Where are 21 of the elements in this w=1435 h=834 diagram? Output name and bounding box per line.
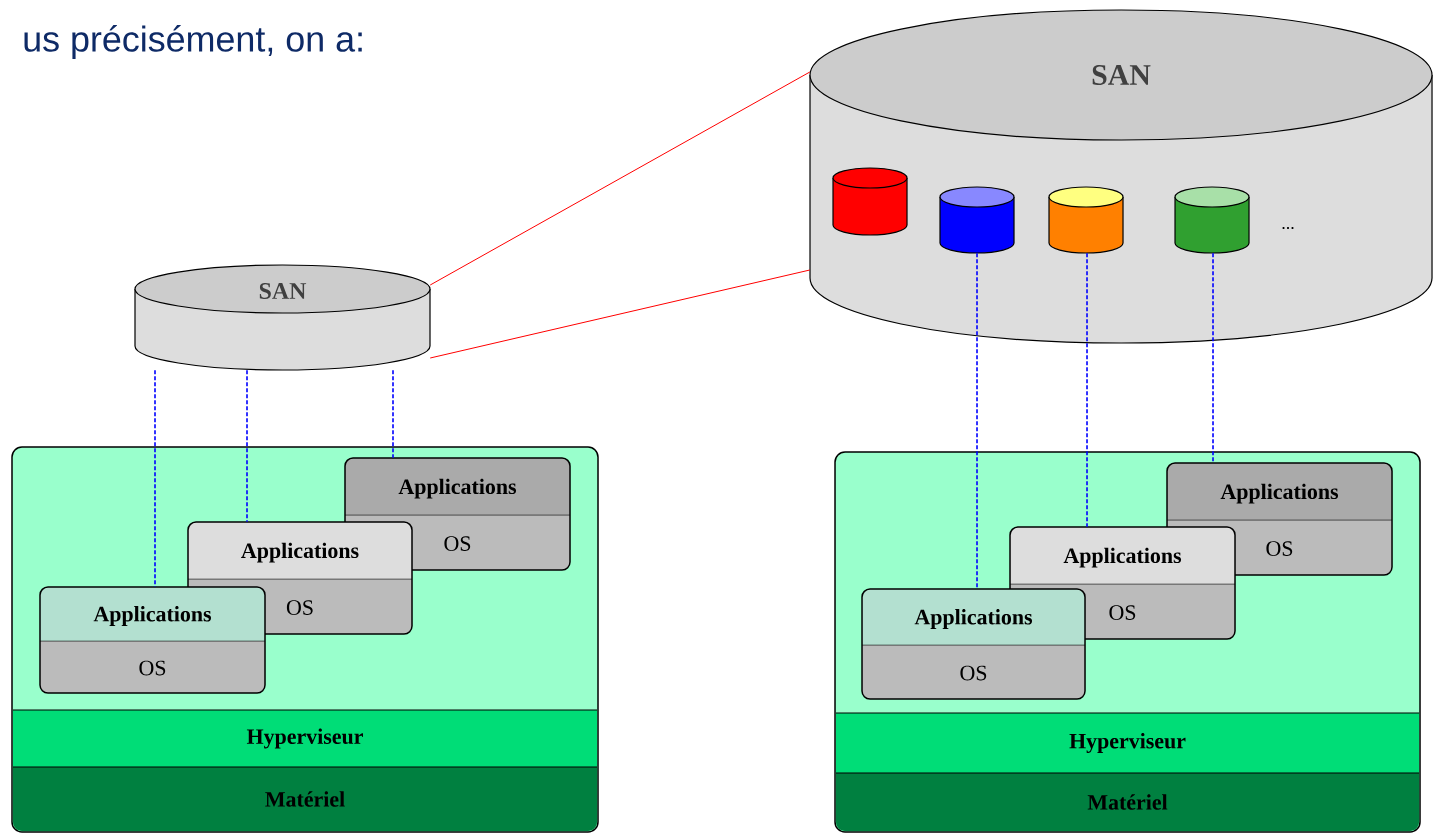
- layer-band: Hyperviseur: [12, 709, 598, 767]
- vm-box: Applications OS: [39, 586, 266, 694]
- connector-line: [246, 369, 248, 523]
- heading: us précisément, on a:: [24, 25, 362, 59]
- layer-band: Matériel: [12, 766, 598, 831]
- disk-cylinder: [939, 186, 1015, 254]
- disk-cylinder: [1174, 186, 1250, 254]
- connector-line: [429, 71, 811, 286]
- connector-line: [429, 269, 811, 359]
- connector-line: [1212, 252, 1214, 464]
- storage-cylinder: SAN: [134, 264, 431, 371]
- connector-line: [1086, 252, 1088, 528]
- connector-line: [976, 252, 978, 590]
- disk-cylinder: [832, 167, 908, 236]
- ellipsis-text: ...: [1282, 226, 1294, 230]
- connector-line: [154, 369, 156, 588]
- disk-cylinder: [1048, 186, 1124, 254]
- layer-band: Matériel: [835, 772, 1420, 831]
- layer-band: Hyperviseur: [835, 712, 1420, 773]
- vm-box: Applications OS: [861, 588, 1086, 700]
- connector-line: [392, 369, 394, 459]
